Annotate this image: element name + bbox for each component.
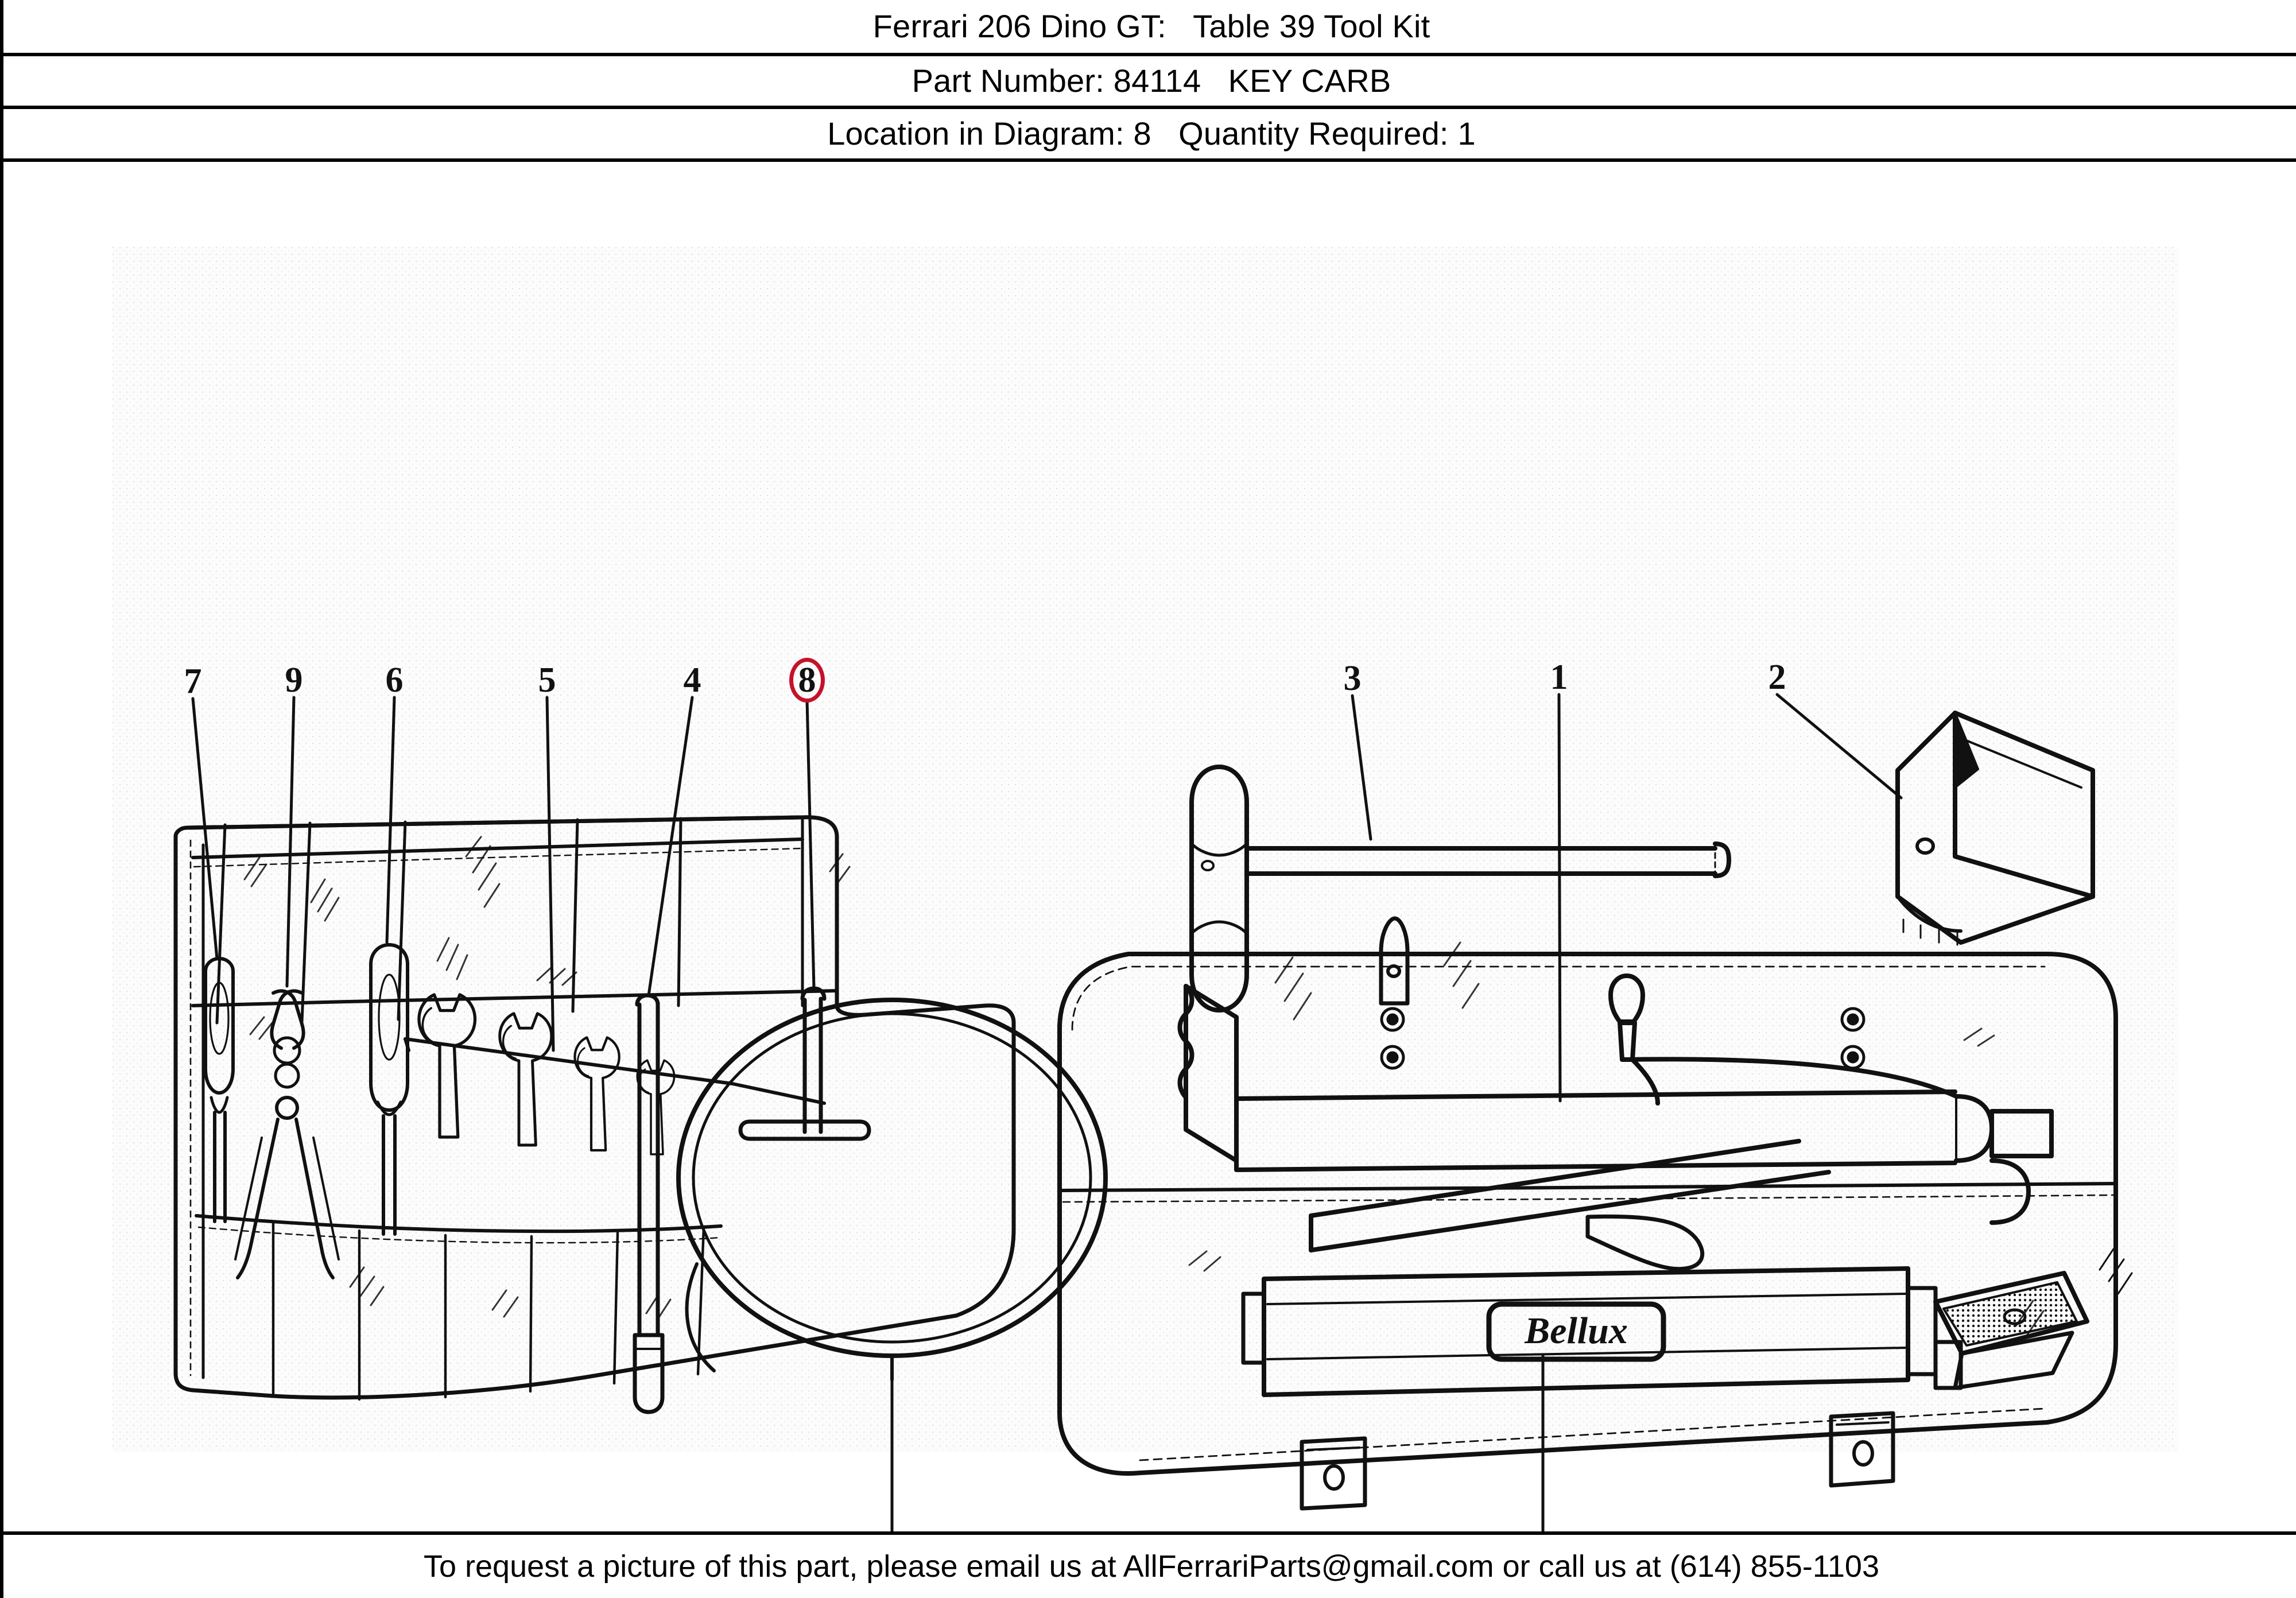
header-title-row: Ferrari 206 Dino GT: Table 39 Tool Kit xyxy=(3,0,2296,56)
callout-number-8: 8 xyxy=(798,661,816,700)
header-part-row: Part Number: 84114 KEY CARB xyxy=(3,56,2296,109)
part-number-line: Part Number: 84114 KEY CARB xyxy=(912,63,1391,99)
location-quantity-line: Location in Diagram: 8 Quantity Required… xyxy=(827,115,1476,152)
callout-number-6: 6 xyxy=(385,661,404,700)
page-title: Ferrari 206 Dino GT: Table 39 Tool Kit xyxy=(872,8,1430,44)
callout-number-4: 4 xyxy=(683,661,701,700)
callout-number-1: 1 xyxy=(1550,658,1568,697)
callout-number-7: 7 xyxy=(184,662,202,701)
contact-text: To request a picture of this part, pleas… xyxy=(424,1549,1879,1584)
callout-number-9: 9 xyxy=(285,661,303,700)
tool-kit-illustration: Bellux xyxy=(173,693,2133,1531)
brand-badge-text: Bellux xyxy=(1524,1310,1628,1352)
callout-number-3: 3 xyxy=(1343,659,1362,698)
diagram-area: Bellux 7965483121011 xyxy=(3,162,2296,1535)
scanned-illustration-background xyxy=(113,247,2179,1452)
callout-number-5: 5 xyxy=(538,661,556,700)
callout-number-2: 2 xyxy=(1768,658,1786,697)
header-location-row: Location in Diagram: 8 Quantity Required… xyxy=(3,109,2296,162)
contact-footer: To request a picture of this part, pleas… xyxy=(3,1535,2296,1598)
